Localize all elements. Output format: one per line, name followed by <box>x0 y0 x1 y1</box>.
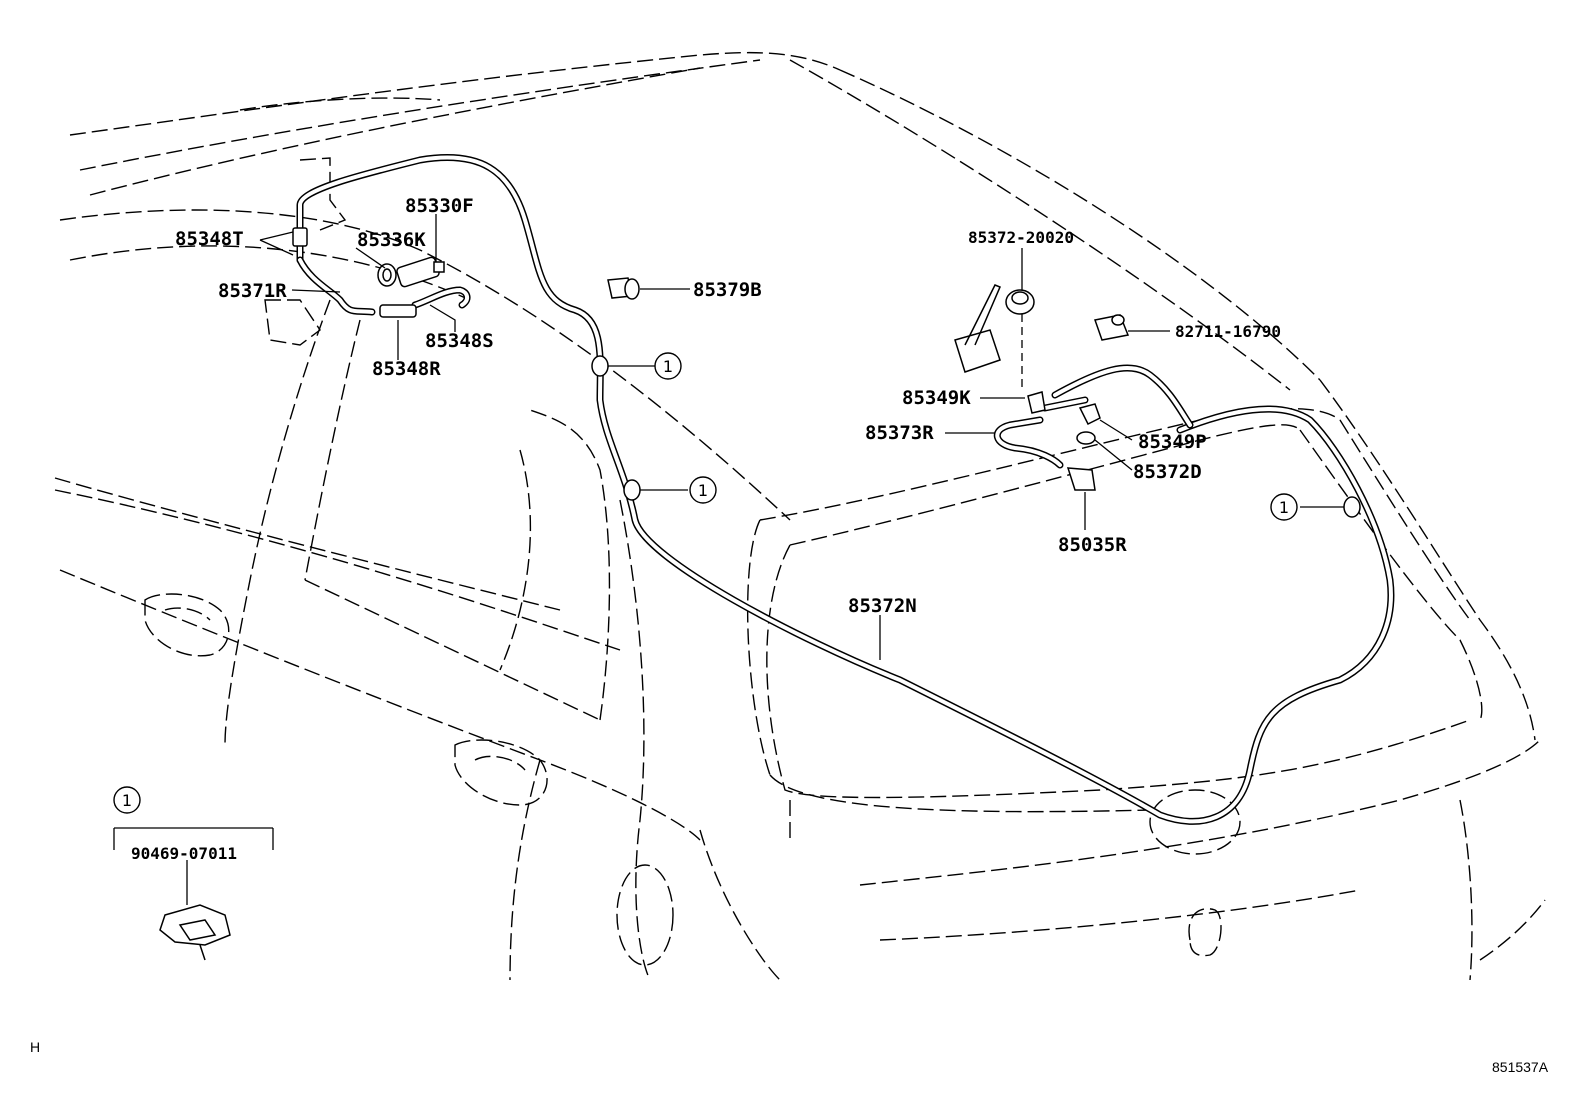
washer-pump-assembly <box>292 227 471 318</box>
label-82711-16790: 82711-16790 <box>1175 322 1281 341</box>
nozzle-85035R <box>1066 467 1096 491</box>
label-85336K: 85336K <box>357 229 426 251</box>
label-85372-20020: 85372-20020 <box>968 228 1074 247</box>
label-85379B: 85379B <box>693 279 762 301</box>
leader-lines <box>113 214 1348 905</box>
label-85371R: 85371R <box>218 280 287 302</box>
callout-1-b: 1 <box>689 476 717 504</box>
callout-1-d: 1 <box>113 786 141 814</box>
rear-components <box>954 284 1194 491</box>
label-85373R: 85373R <box>865 422 934 444</box>
hose-clips <box>591 355 1361 518</box>
label-85348S: 85348S <box>425 330 494 352</box>
callout-1-c: 1 <box>1270 493 1298 521</box>
joint-85349P <box>1078 403 1101 426</box>
vehicle-body-outline <box>54 51 1546 981</box>
joint-85349K <box>1027 391 1046 414</box>
label-85349P: 85349P <box>1138 431 1207 453</box>
label-85035R: 85035R <box>1058 534 1127 556</box>
washer-hose-85372N <box>296 154 1395 825</box>
grommet-85372D <box>1076 431 1096 445</box>
clip-90469-07011 <box>159 904 231 961</box>
label-85372D: 85372D <box>1133 461 1202 483</box>
label-85330F: 85330F <box>405 195 474 217</box>
antenna-base <box>954 329 1001 373</box>
label-85348T: 85348T <box>175 228 244 250</box>
label-85349K: 85349K <box>902 387 971 409</box>
svg-text:1: 1 <box>1279 498 1289 517</box>
clip-85379B <box>607 277 640 300</box>
svg-text:1: 1 <box>122 791 132 810</box>
svg-text:1: 1 <box>698 481 708 500</box>
callout-1-a: 1 <box>654 352 682 380</box>
label-85372N: 85372N <box>848 595 917 617</box>
corner-mark: H <box>30 1039 40 1055</box>
diagram-code: 851537A <box>1492 1059 1549 1075</box>
label-85348R: 85348R <box>372 358 441 380</box>
joint-85348T <box>292 227 308 247</box>
joint-85348R <box>379 304 417 318</box>
label-90469-07011: 90469-07011 <box>131 844 237 863</box>
svg-text:1: 1 <box>663 357 673 376</box>
